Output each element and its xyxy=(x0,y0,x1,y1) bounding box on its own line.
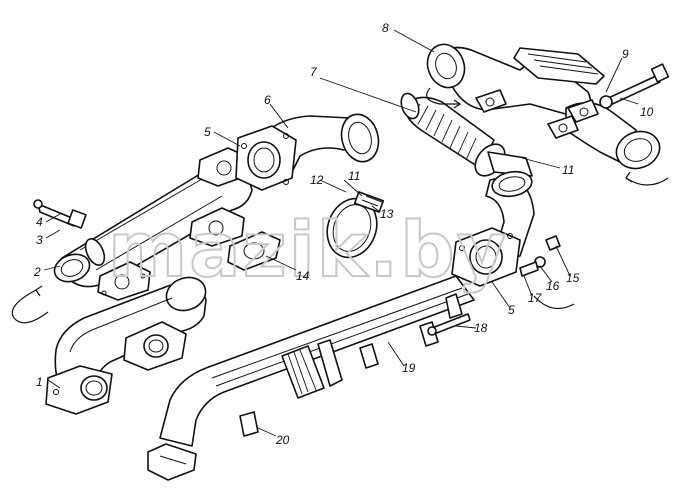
clamp-part-12 xyxy=(326,191,385,259)
watermark-text: mazik.by xyxy=(108,205,508,294)
label-19: 19 xyxy=(402,361,416,375)
label-20: 20 xyxy=(275,433,290,447)
label-6: 6 xyxy=(264,93,271,107)
flex-hose-part-7 xyxy=(400,92,533,177)
label-14: 14 xyxy=(296,269,310,283)
label-1: 1 xyxy=(36,375,43,389)
label-11-right: 11 xyxy=(562,163,574,177)
right-elbow-part-5 xyxy=(451,170,535,287)
gasket-part-14 xyxy=(227,231,281,271)
label-16: 16 xyxy=(546,279,560,293)
label-18: 18 xyxy=(474,321,488,335)
label-7: 7 xyxy=(310,65,318,79)
label-4: 4 xyxy=(36,215,43,229)
label-11-left: 11 xyxy=(348,169,360,183)
label-12: 12 xyxy=(310,173,324,187)
label-17: 17 xyxy=(528,291,543,305)
label-5-left: 5 xyxy=(204,125,211,139)
rotation-arrows xyxy=(11,87,669,324)
elbow-part-6 xyxy=(235,113,380,191)
long-pipe-part-19 xyxy=(147,275,475,481)
label-9: 9 xyxy=(622,47,629,61)
left-lower-manifold xyxy=(45,276,207,415)
label-8: 8 xyxy=(382,21,389,35)
label-5-right: 5 xyxy=(508,303,515,317)
label-10: 10 xyxy=(640,105,654,119)
leader-lines xyxy=(43,29,639,437)
label-3: 3 xyxy=(36,233,43,247)
upper-right-manifold-part-8 xyxy=(426,43,670,170)
label-13: 13 xyxy=(380,207,394,221)
part-labels: 1 2 3 4 5 5 6 7 8 9 10 11 11 12 13 14 15… xyxy=(33,21,654,447)
nut-washer-parts xyxy=(519,235,561,277)
label-2: 2 xyxy=(33,265,41,279)
label-15: 15 xyxy=(566,271,580,285)
